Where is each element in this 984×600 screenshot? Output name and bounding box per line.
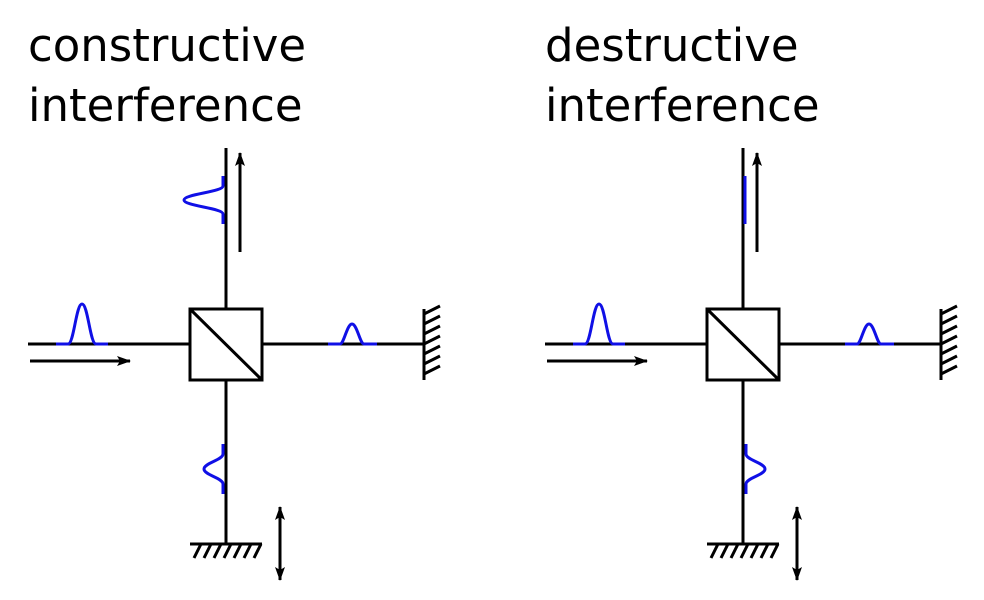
pulse-icon bbox=[328, 322, 377, 346]
pulse-icon bbox=[202, 444, 225, 494]
mirror-icon bbox=[190, 542, 263, 559]
pulse-icon bbox=[744, 444, 767, 494]
pulse-icon bbox=[182, 176, 225, 224]
title-line-1: constructive bbox=[28, 19, 307, 72]
beam-splitter-icon bbox=[188, 307, 264, 382]
pulse-icon bbox=[845, 322, 894, 346]
mirror-icon bbox=[422, 304, 441, 380]
beam-splitter-icon bbox=[705, 307, 781, 382]
pulse-icon bbox=[573, 302, 625, 346]
title-line-2: interference bbox=[28, 79, 303, 132]
mirror-icon bbox=[939, 304, 958, 380]
mirror-icon bbox=[707, 542, 780, 559]
constructive-panel bbox=[28, 148, 441, 581]
constructive-title: constructive interference bbox=[28, 16, 306, 136]
destructive-panel bbox=[545, 148, 958, 581]
title-line-2: interference bbox=[545, 79, 820, 132]
pulse-icon bbox=[56, 302, 108, 346]
title-line-1: destructive bbox=[545, 19, 799, 72]
destructive-title: destructive interference bbox=[545, 16, 820, 136]
